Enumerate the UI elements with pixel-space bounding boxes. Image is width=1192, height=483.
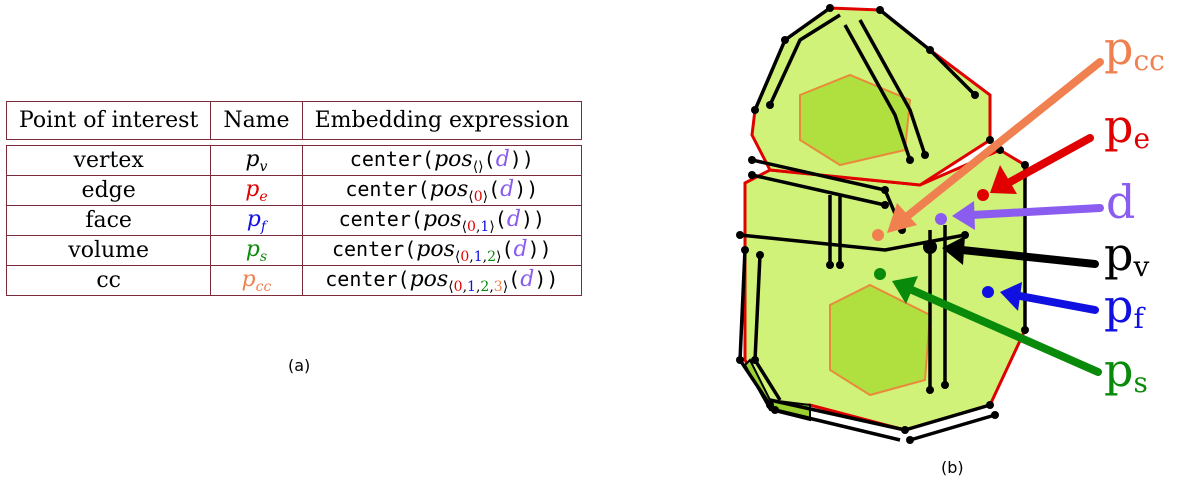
point-d [935,213,947,225]
cell-point-of-interest: volume [6,236,211,266]
header-embedding-expression: Embedding expression [301,101,583,140]
cell-embedding-expression: center(pos⟨0,1,2⟩(d)) [301,236,583,266]
arrow-pe [1006,134,1094,186]
cell-name: pf [210,206,302,236]
arrow-ps [908,286,1102,376]
label-pcc: pcc [1104,21,1165,77]
arrow-pcc-head [887,203,917,233]
cell-point-of-interest: face [6,206,211,236]
cell-name: pcc [210,266,302,296]
arrow-pcc [901,58,1104,222]
cell-upper-body [750,6,992,187]
point-pf [982,286,994,298]
label-pf: pf [1104,279,1146,335]
figure-labels: pcc pe d pv pf ps [1104,21,1165,399]
label-pv: pv [1104,227,1149,283]
cell-figure: pcc pe d pv pf ps [736,4,1165,444]
header-point-of-interest: Point of interest [6,101,211,140]
point-pcc [872,229,884,241]
point-pv [923,240,937,254]
cell-point-of-interest: vertex [6,145,211,176]
label-d: d [1106,175,1135,229]
arrows [887,58,1104,376]
cell-name: pe [210,176,302,206]
arrow-d [968,204,1104,219]
arrow-pe-head [990,165,1017,194]
cell-embedding-expression: center(pos⟨0,1,2,3⟩(d)) [301,266,583,296]
arrow-pv-head [942,236,965,265]
point-ps [874,268,886,280]
point-pe [977,189,989,201]
cell-embedding-expression: center(pos⟨0,1⟩(d)) [301,206,583,236]
cell-point-of-interest: cc [6,266,211,296]
arrow-pv [958,246,1099,268]
caption-a: (a) [288,356,311,375]
cell-name: ps [210,236,302,266]
table-header-row: Point of interest Name Embedding express… [6,101,583,140]
arrow-d-head [952,201,975,230]
header-name: Name [210,101,302,140]
embedding-table-container: Point of interest Name Embedding express… [6,101,583,375]
label-pe: pe [1104,99,1150,155]
cell-name: pv [210,145,302,176]
caption-b: (b) [941,458,964,477]
cell-embedding-expression: center(pos⟨0⟩(d)) [301,176,583,206]
arrow-ps-head [892,276,918,304]
label-ps: ps [1104,343,1148,399]
cell-point-of-interest: edge [6,176,211,206]
cell-vertices [736,4,1029,444]
cell-embedding-expression: center(pos⟨⟩(d)) [301,145,583,176]
points-of-interest-table: Point of interest Name Embedding express… [6,101,583,296]
arrow-pf [1016,292,1099,314]
arrow-pf-head [1000,282,1022,311]
